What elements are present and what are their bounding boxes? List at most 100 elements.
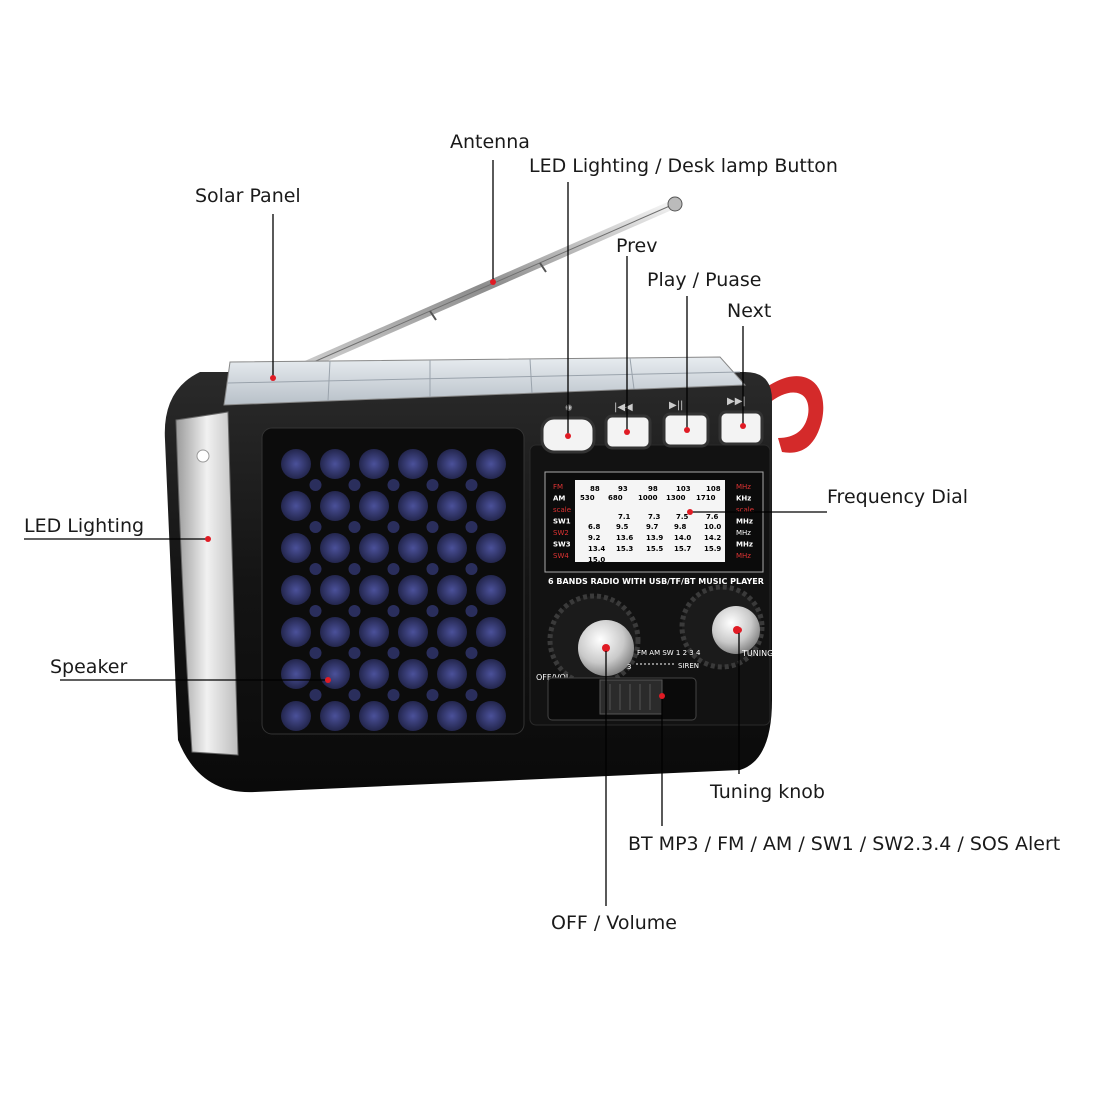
dial-am-value: 1710 xyxy=(696,494,716,502)
speaker-hole-small xyxy=(387,605,400,617)
solar-panel xyxy=(223,356,747,406)
speaker-hole xyxy=(281,575,311,605)
speaker-hole xyxy=(437,701,467,731)
dial-sw-value: 15.3 xyxy=(616,545,633,553)
label-solar-panel: Solar Panel xyxy=(195,185,301,207)
dial-band-label: SW3 xyxy=(553,541,571,549)
speaker-hole xyxy=(476,659,506,689)
speaker-hole-small xyxy=(465,689,478,701)
speaker-hole-small xyxy=(309,479,322,491)
mode-switch[interactable] xyxy=(547,677,697,721)
speaker-hole xyxy=(398,617,428,647)
speaker-hole-small xyxy=(348,521,361,533)
speaker-hole xyxy=(476,617,506,647)
dial-band-label: FM xyxy=(553,483,563,491)
label-mode-switch: BT MP3 / FM / AM / SW1 / SW2.3.4 / SOS A… xyxy=(628,833,1061,855)
dial-band-label: SW4 xyxy=(553,552,569,560)
label-play-pause: Play / Puase xyxy=(647,269,762,291)
speaker-hole xyxy=(359,575,389,605)
dial-unit-label: MHz xyxy=(736,552,751,560)
speaker-hole xyxy=(437,617,467,647)
speaker-hole-small xyxy=(348,605,361,617)
callout-lines xyxy=(24,160,827,906)
speaker-hole xyxy=(398,449,428,479)
dial-am-value: 680 xyxy=(608,494,623,502)
carry-strap xyxy=(760,376,824,453)
speaker-hole xyxy=(359,659,389,689)
dial-sw-value: 9.5 xyxy=(616,523,629,531)
dial-sw-value: 9.7 xyxy=(646,523,659,531)
dial-fm-value: 98 xyxy=(648,485,658,493)
dial-sw-value: 9.8 xyxy=(674,523,687,531)
dial-sw-value: 15.9 xyxy=(704,545,721,553)
svg-text:▶▶|: ▶▶| xyxy=(727,396,746,407)
dial-sw-value: 13.9 xyxy=(646,534,663,542)
speaker-hole xyxy=(476,449,506,479)
speaker-hole xyxy=(281,701,311,731)
speaker-hole-small xyxy=(426,689,439,701)
antenna xyxy=(295,196,683,373)
speaker-hole-small xyxy=(387,479,400,491)
label-frequency-dial: Frequency Dial xyxy=(827,486,969,508)
speaker-hole xyxy=(437,449,467,479)
dial-sw-value: 14.0 xyxy=(674,534,691,542)
switch-mode-label: FM AM SW 1 2 3 4 xyxy=(637,649,701,657)
speaker-hole xyxy=(437,659,467,689)
speaker-hole xyxy=(398,575,428,605)
speaker-hole xyxy=(281,659,311,689)
dial-fm-value: 103 xyxy=(676,485,691,493)
label-speaker: Speaker xyxy=(50,656,128,678)
dial-sw1-value: 7.6 xyxy=(706,513,719,521)
label-off-volume: OFF / Volume xyxy=(551,912,677,934)
speaker-hole-small xyxy=(348,479,361,491)
speaker-hole xyxy=(359,449,389,479)
speaker-hole xyxy=(476,701,506,731)
speaker-hole-small xyxy=(465,647,478,659)
mp3-label: 3 xyxy=(627,663,631,671)
dial-am-value: 1300 xyxy=(666,494,686,502)
dial-sw-value: 14.2 xyxy=(704,534,721,542)
svg-text:|◀◀: |◀◀ xyxy=(614,402,633,413)
speaker-hole-small xyxy=(465,521,478,533)
speaker-hole xyxy=(320,701,350,731)
dial-unit-label: MHz xyxy=(736,483,751,491)
dial-sw1-value: 7.5 xyxy=(676,513,689,521)
speaker-hole-small xyxy=(426,479,439,491)
speaker-hole xyxy=(437,533,467,563)
speaker-hole-small xyxy=(309,605,322,617)
dial-sw-value: 15.5 xyxy=(646,545,663,553)
speaker-hole xyxy=(398,701,428,731)
label-prev: Prev xyxy=(616,235,658,257)
speaker-hole xyxy=(359,533,389,563)
label-tuning-knob: Tuning knob xyxy=(710,781,825,803)
speaker-hole-small xyxy=(465,479,478,491)
label-next: Next xyxy=(727,300,772,322)
speaker-hole xyxy=(359,701,389,731)
dial-sw-value: 13.6 xyxy=(616,534,633,542)
speaker-hole xyxy=(320,533,350,563)
speaker-hole xyxy=(320,491,350,521)
speaker-hole-small xyxy=(348,647,361,659)
speaker-hole xyxy=(398,659,428,689)
speaker-hole xyxy=(398,491,428,521)
speaker-hole-small xyxy=(387,647,400,659)
speaker-hole-small xyxy=(309,647,322,659)
speaker-hole-small xyxy=(465,605,478,617)
dial-sw-value: 15.0 xyxy=(588,556,605,564)
speaker-hole xyxy=(281,449,311,479)
speaker-hole-small xyxy=(387,521,400,533)
dial-sw-value: 9.2 xyxy=(588,534,601,542)
speaker-hole xyxy=(437,575,467,605)
dial-sw1-value: 7.1 xyxy=(618,513,631,521)
dial-fm-value: 108 xyxy=(706,485,721,493)
dial-fm-value: 88 xyxy=(590,485,600,493)
callout-dots xyxy=(205,279,746,699)
svg-text:▶||: ▶|| xyxy=(669,400,683,411)
volume-knob[interactable] xyxy=(547,593,641,687)
speaker-hole-small xyxy=(309,521,322,533)
dial-unit-label: MHz xyxy=(736,518,753,526)
speaker-hole-small xyxy=(309,563,322,575)
dial-caption: 6 BANDS RADIO WITH USB/TF/BT MUSIC PLAYE… xyxy=(548,577,764,586)
speaker-hole-small xyxy=(348,689,361,701)
